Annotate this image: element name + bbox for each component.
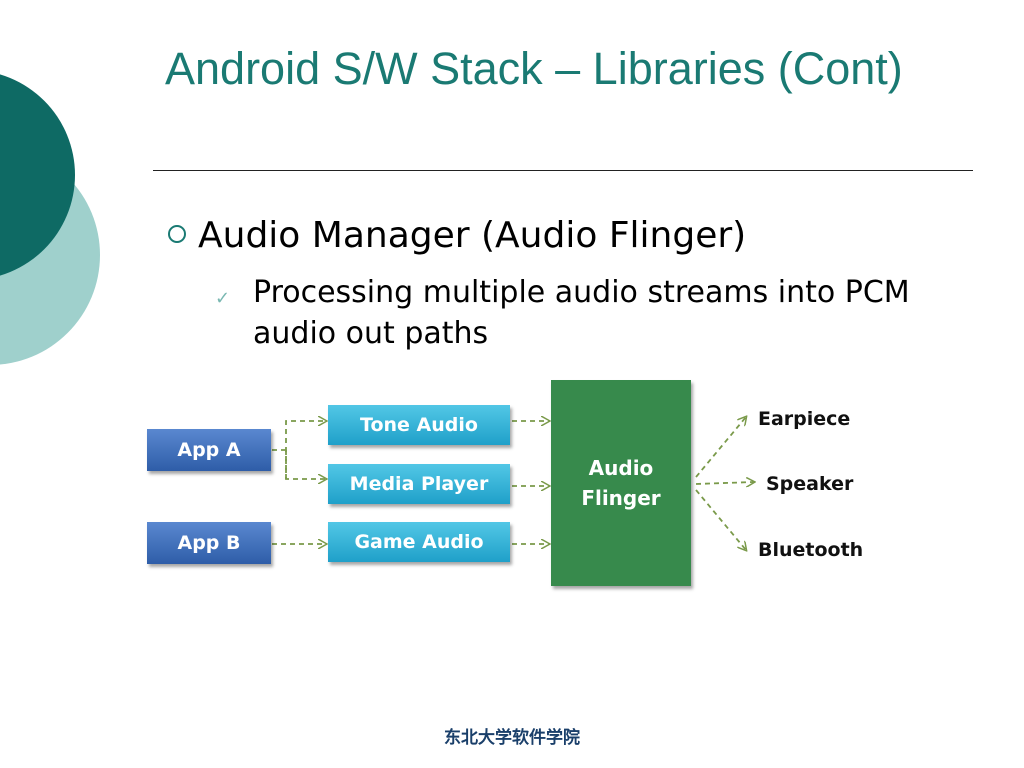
audio-flinger-diagram: App A App B Tone Audio Media Player Game… — [140, 372, 900, 602]
arrow-flinger-speaker — [695, 482, 754, 484]
output-bluetooth: Bluetooth — [758, 539, 864, 561]
game-audio-box: Game Audio — [328, 522, 510, 562]
output-earpiece: Earpiece — [758, 408, 851, 430]
arrow-appa-media — [285, 450, 326, 479]
media-player-box: Media Player — [328, 464, 510, 504]
bullet-sub-text: Processing multiple audio streams into P… — [253, 275, 910, 351]
decorative-circles — [0, 74, 100, 365]
bullet-main-text: Audio Manager (Audio Flinger) — [198, 215, 747, 256]
audio-flinger-box: Audio Flinger — [551, 380, 691, 586]
arrow-flinger-earpiece — [695, 417, 746, 478]
audio-flinger-label: Audio Flinger — [581, 456, 661, 510]
footer-institution: 东北大学软件学院 — [444, 728, 580, 747]
arrow-flinger-bluetooth — [695, 489, 746, 550]
slide-title: Android S/W Stack – Libraries (Cont) — [165, 43, 903, 94]
tone-audio-box: Tone Audio — [328, 405, 510, 445]
output-speaker: Speaker — [766, 473, 854, 495]
circle-bullet-icon — [168, 225, 186, 243]
arrow-appa-tone — [285, 421, 326, 479]
app-b-box: App B — [147, 522, 271, 564]
app-a-box: App A — [147, 429, 271, 471]
diagram-arrows — [272, 372, 900, 602]
checkmark-bullet-icon: ✓ — [215, 288, 231, 309]
title-divider — [153, 170, 973, 171]
